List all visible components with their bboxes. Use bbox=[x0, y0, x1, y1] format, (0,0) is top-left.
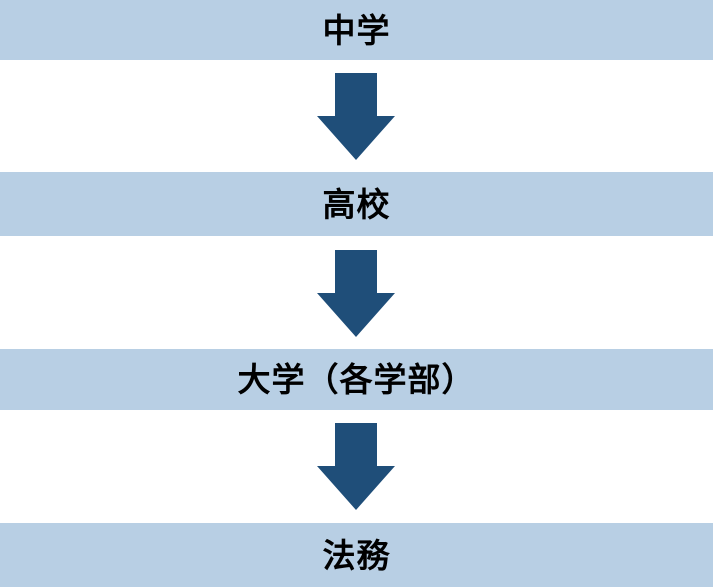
down-arrow-icon bbox=[317, 250, 395, 337]
flow-step-high-school: 高校 bbox=[0, 172, 713, 236]
flow-step-junior-high: 中学 bbox=[0, 0, 713, 60]
flow-step-law: 法務 bbox=[0, 523, 713, 587]
flow-step-label: 高校 bbox=[322, 185, 391, 223]
flow-step-university: 大学（各学部） bbox=[0, 349, 713, 410]
flow-step-label: 大学（各学部） bbox=[237, 361, 476, 398]
down-arrow-icon bbox=[317, 73, 395, 160]
flow-step-label: 中学 bbox=[322, 11, 391, 49]
down-arrow-icon bbox=[317, 423, 395, 510]
flow-step-label: 法務 bbox=[322, 536, 391, 574]
